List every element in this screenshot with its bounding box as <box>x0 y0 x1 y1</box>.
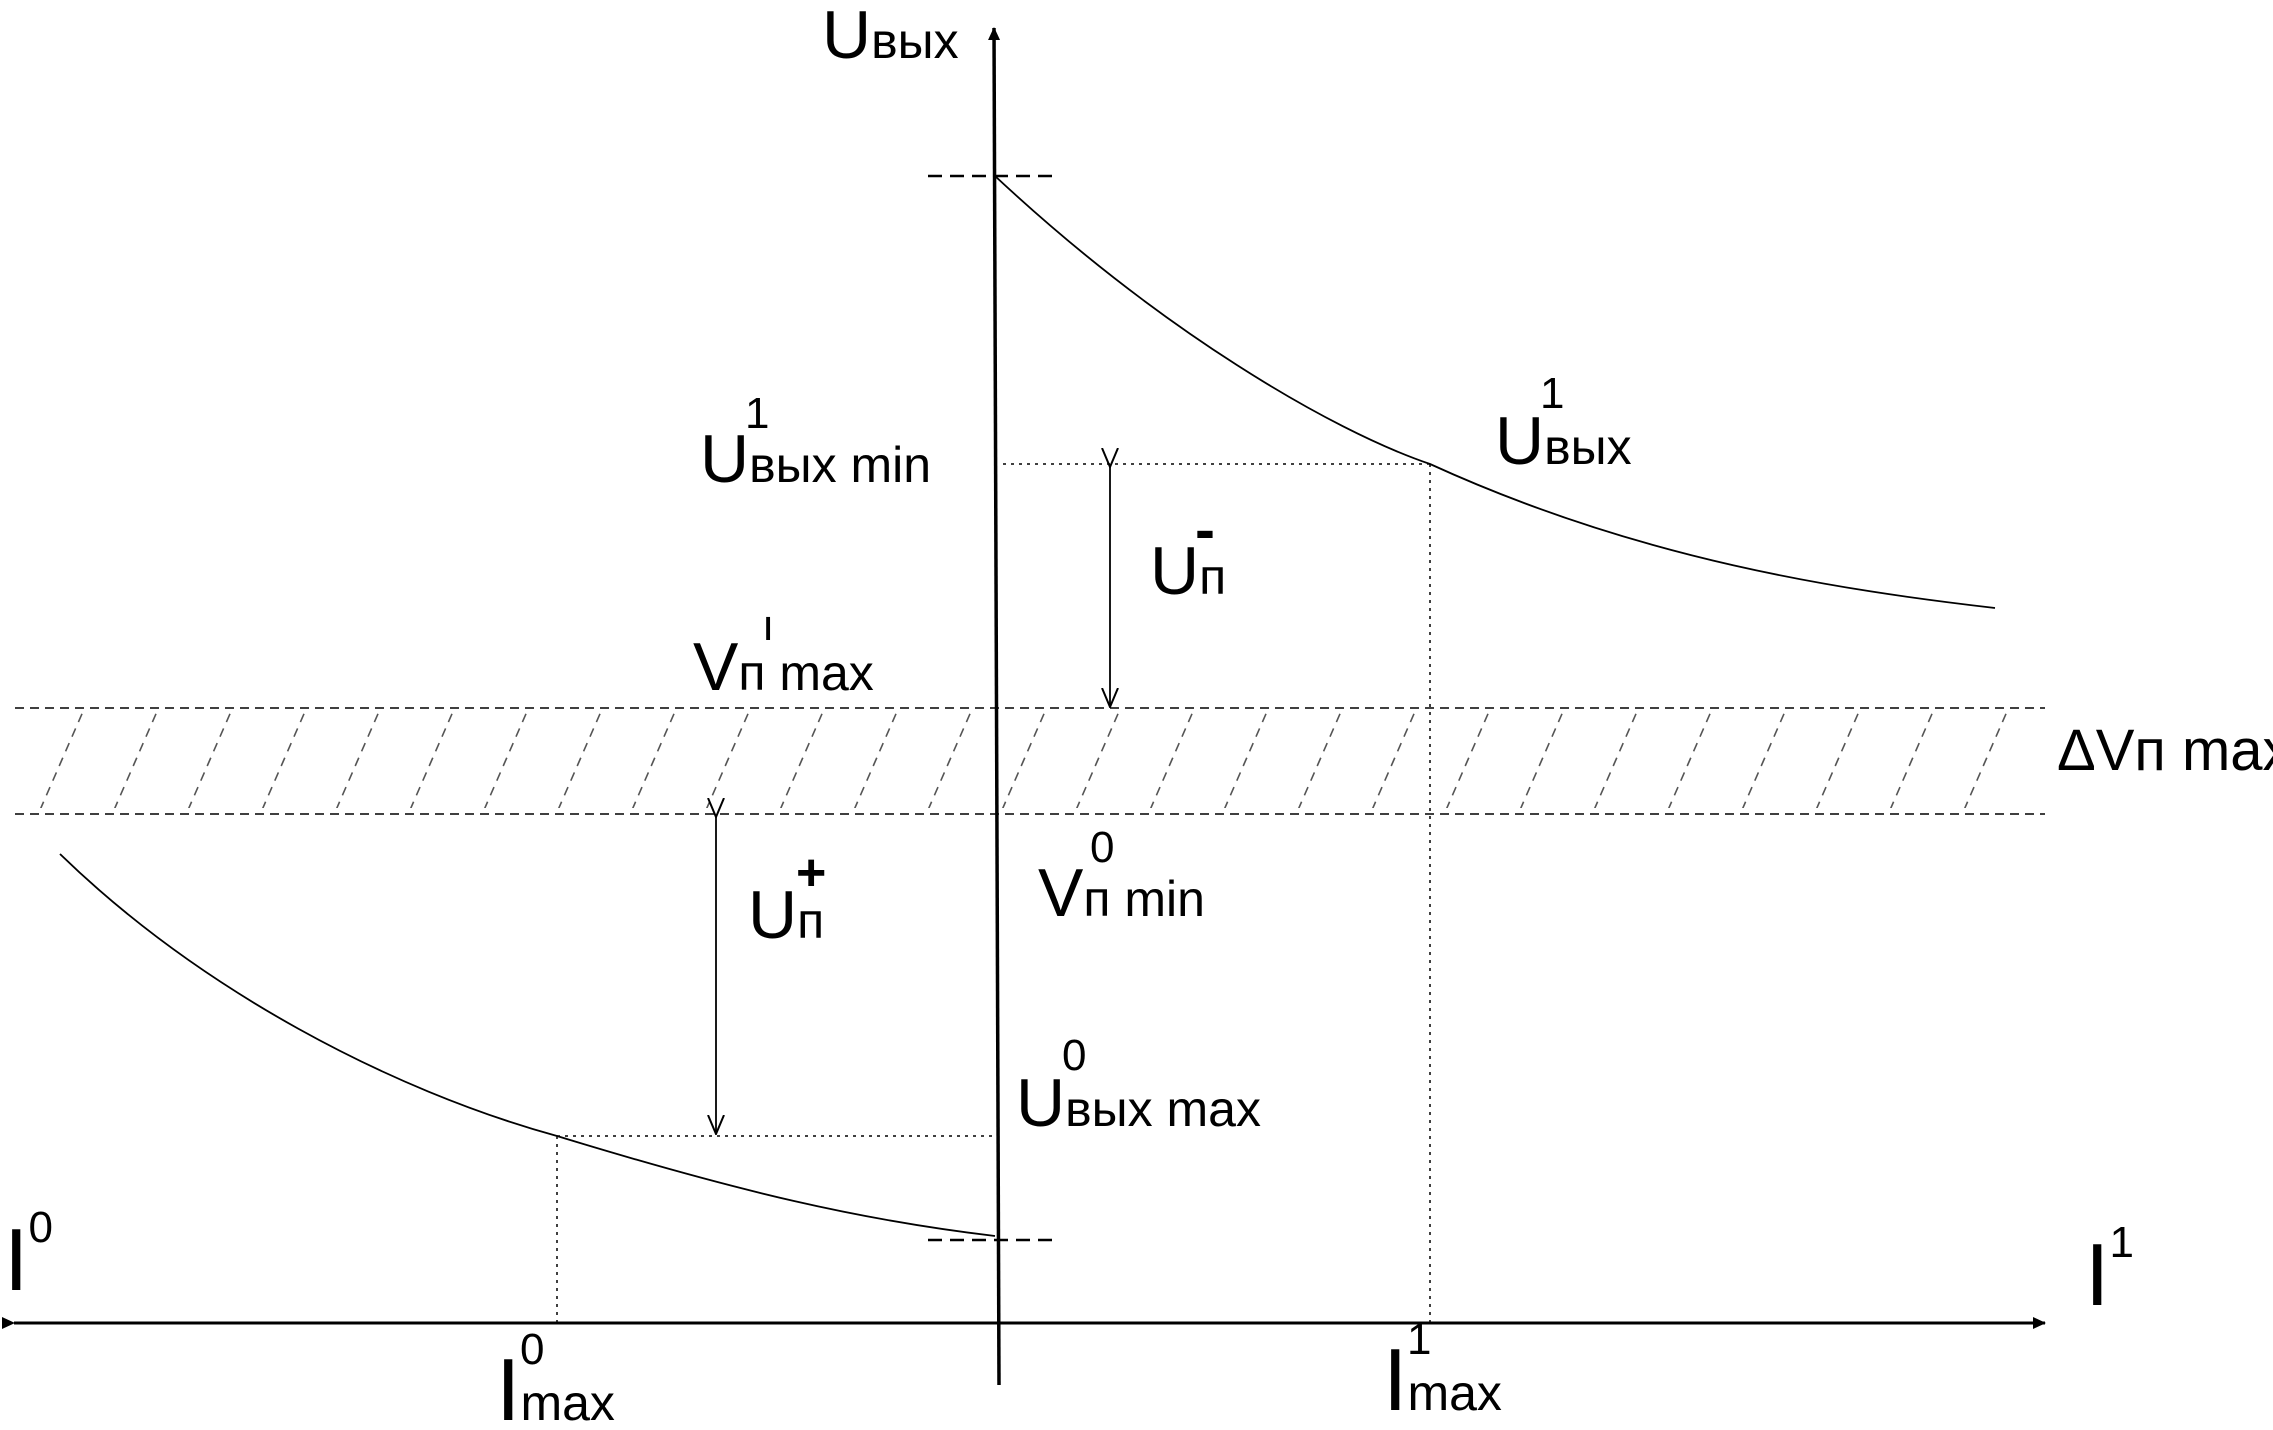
i-max-1-sup: 1 <box>1407 1315 1431 1364</box>
u-minus-sup: - <box>1195 496 1215 563</box>
v-max-1-sup: ı <box>762 601 774 650</box>
u-out-min-1-sup: 1 <box>745 389 769 438</box>
u-plus-label: Uп <box>748 877 824 953</box>
hatched-band <box>35 708 2025 808</box>
i-max-0-sup: 0 <box>520 1325 544 1374</box>
u-out-max-0-sup: 0 <box>1062 1031 1086 1080</box>
v-min-0-sup: 0 <box>1090 823 1114 872</box>
i-max-0-label: Imax <box>496 1340 615 1430</box>
u-out-max-0-label: Uвых max <box>1016 1065 1261 1141</box>
v-max-1-label: Vп max <box>693 629 874 705</box>
right-axis-label: I1 <box>2085 1218 2134 1324</box>
delta-band-label: ΔVп max <box>2057 718 2273 783</box>
u-minus-label: Uп <box>1150 533 1226 609</box>
i-max-1-label: Imax <box>1383 1330 1502 1429</box>
v-min-0-label: Vп min <box>1038 855 1205 931</box>
high-output-curve <box>994 175 1996 609</box>
u-out-min-1-label: Uвых min <box>700 421 931 497</box>
left-axis-label: I0 <box>4 1203 53 1309</box>
low-output-curve <box>59 853 996 1237</box>
vertical-axis <box>988 27 1001 1386</box>
u-plus-sup: + <box>796 844 826 902</box>
high-curve-label-sup: 1 <box>1540 369 1564 418</box>
y-axis-label: Uвых <box>822 0 959 73</box>
high-curve-label: Uвых <box>1495 403 1632 479</box>
